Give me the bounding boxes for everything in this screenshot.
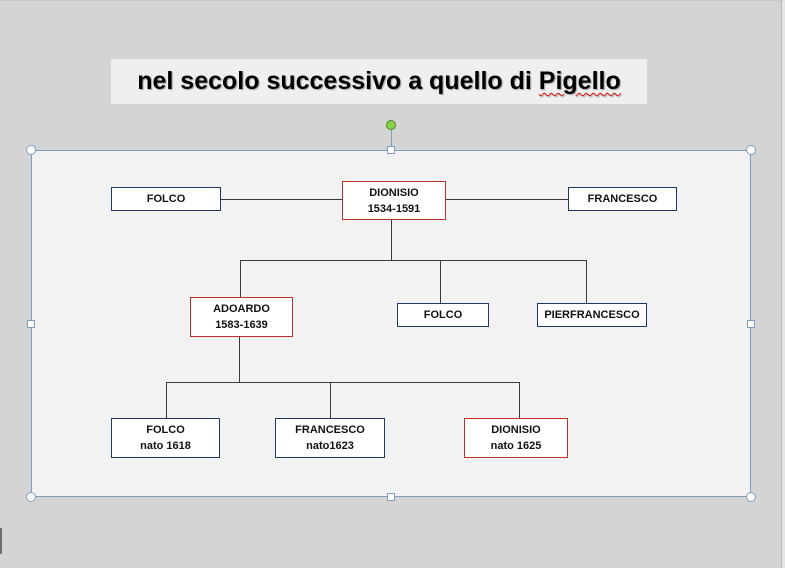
node-dionisio-grandchild[interactable]: DIONISIO nato 1625 xyxy=(464,418,568,458)
cursor-mark xyxy=(0,528,2,554)
node-years: nato1623 xyxy=(306,440,354,452)
node-years: 1534-1591 xyxy=(367,202,421,215)
node-name: PIERFRANCESCO xyxy=(544,309,640,321)
node-folco-child[interactable]: FOLCO xyxy=(397,303,489,327)
resize-handle-top[interactable] xyxy=(387,146,395,154)
node-years: nato 1625 xyxy=(490,440,542,452)
node-dionisio-root[interactable]: DIONISIO 1534-1591 xyxy=(342,181,446,220)
node-name: FOLCO xyxy=(146,424,185,436)
node-pierfrancesco[interactable]: PIERFRANCESCO xyxy=(537,303,647,327)
slide-title-misspelled-word: Pigello xyxy=(538,67,621,95)
resize-handle-top-left[interactable] xyxy=(26,145,36,155)
node-folco-grandchild[interactable]: FOLCO nato 1618 xyxy=(111,418,220,458)
slide-title-main: nel secolo successivo a quello di xyxy=(137,67,539,95)
resize-handle-bottom-left[interactable] xyxy=(26,492,36,502)
resize-handle-right[interactable] xyxy=(747,320,755,328)
node-name: DIONISIO xyxy=(369,186,419,199)
slide-title[interactable]: nel secolo successivo a quello di Pigell… xyxy=(111,59,647,104)
node-name: FRANCESCO xyxy=(295,424,365,436)
node-years: 1583-1639 xyxy=(215,319,268,331)
node-name: ADOARDO xyxy=(213,303,270,315)
resize-handle-top-right[interactable] xyxy=(746,145,756,155)
vertical-scrollbar[interactable] xyxy=(781,0,785,568)
resize-handle-left[interactable] xyxy=(27,320,35,328)
node-name: FRANCESCO xyxy=(587,193,658,205)
node-name: DIONISIO xyxy=(491,424,541,436)
node-years: nato 1618 xyxy=(140,440,191,452)
window-top-edge xyxy=(0,0,781,1)
rotate-handle[interactable] xyxy=(386,120,396,130)
node-folco-sibling[interactable]: FOLCO xyxy=(111,187,221,211)
slide-title-text: nel secolo successivo a quello di Pigell… xyxy=(137,67,621,96)
node-francesco-sibling[interactable]: FRANCESCO xyxy=(568,187,677,211)
node-name: FOLCO xyxy=(423,309,463,321)
node-adoardo[interactable]: ADOARDO 1583-1639 xyxy=(190,297,293,337)
node-francesco-grandchild[interactable]: FRANCESCO nato1623 xyxy=(275,418,385,458)
resize-handle-bottom[interactable] xyxy=(387,493,395,501)
node-name: FOLCO xyxy=(146,193,186,205)
resize-handle-bottom-right[interactable] xyxy=(746,492,756,502)
